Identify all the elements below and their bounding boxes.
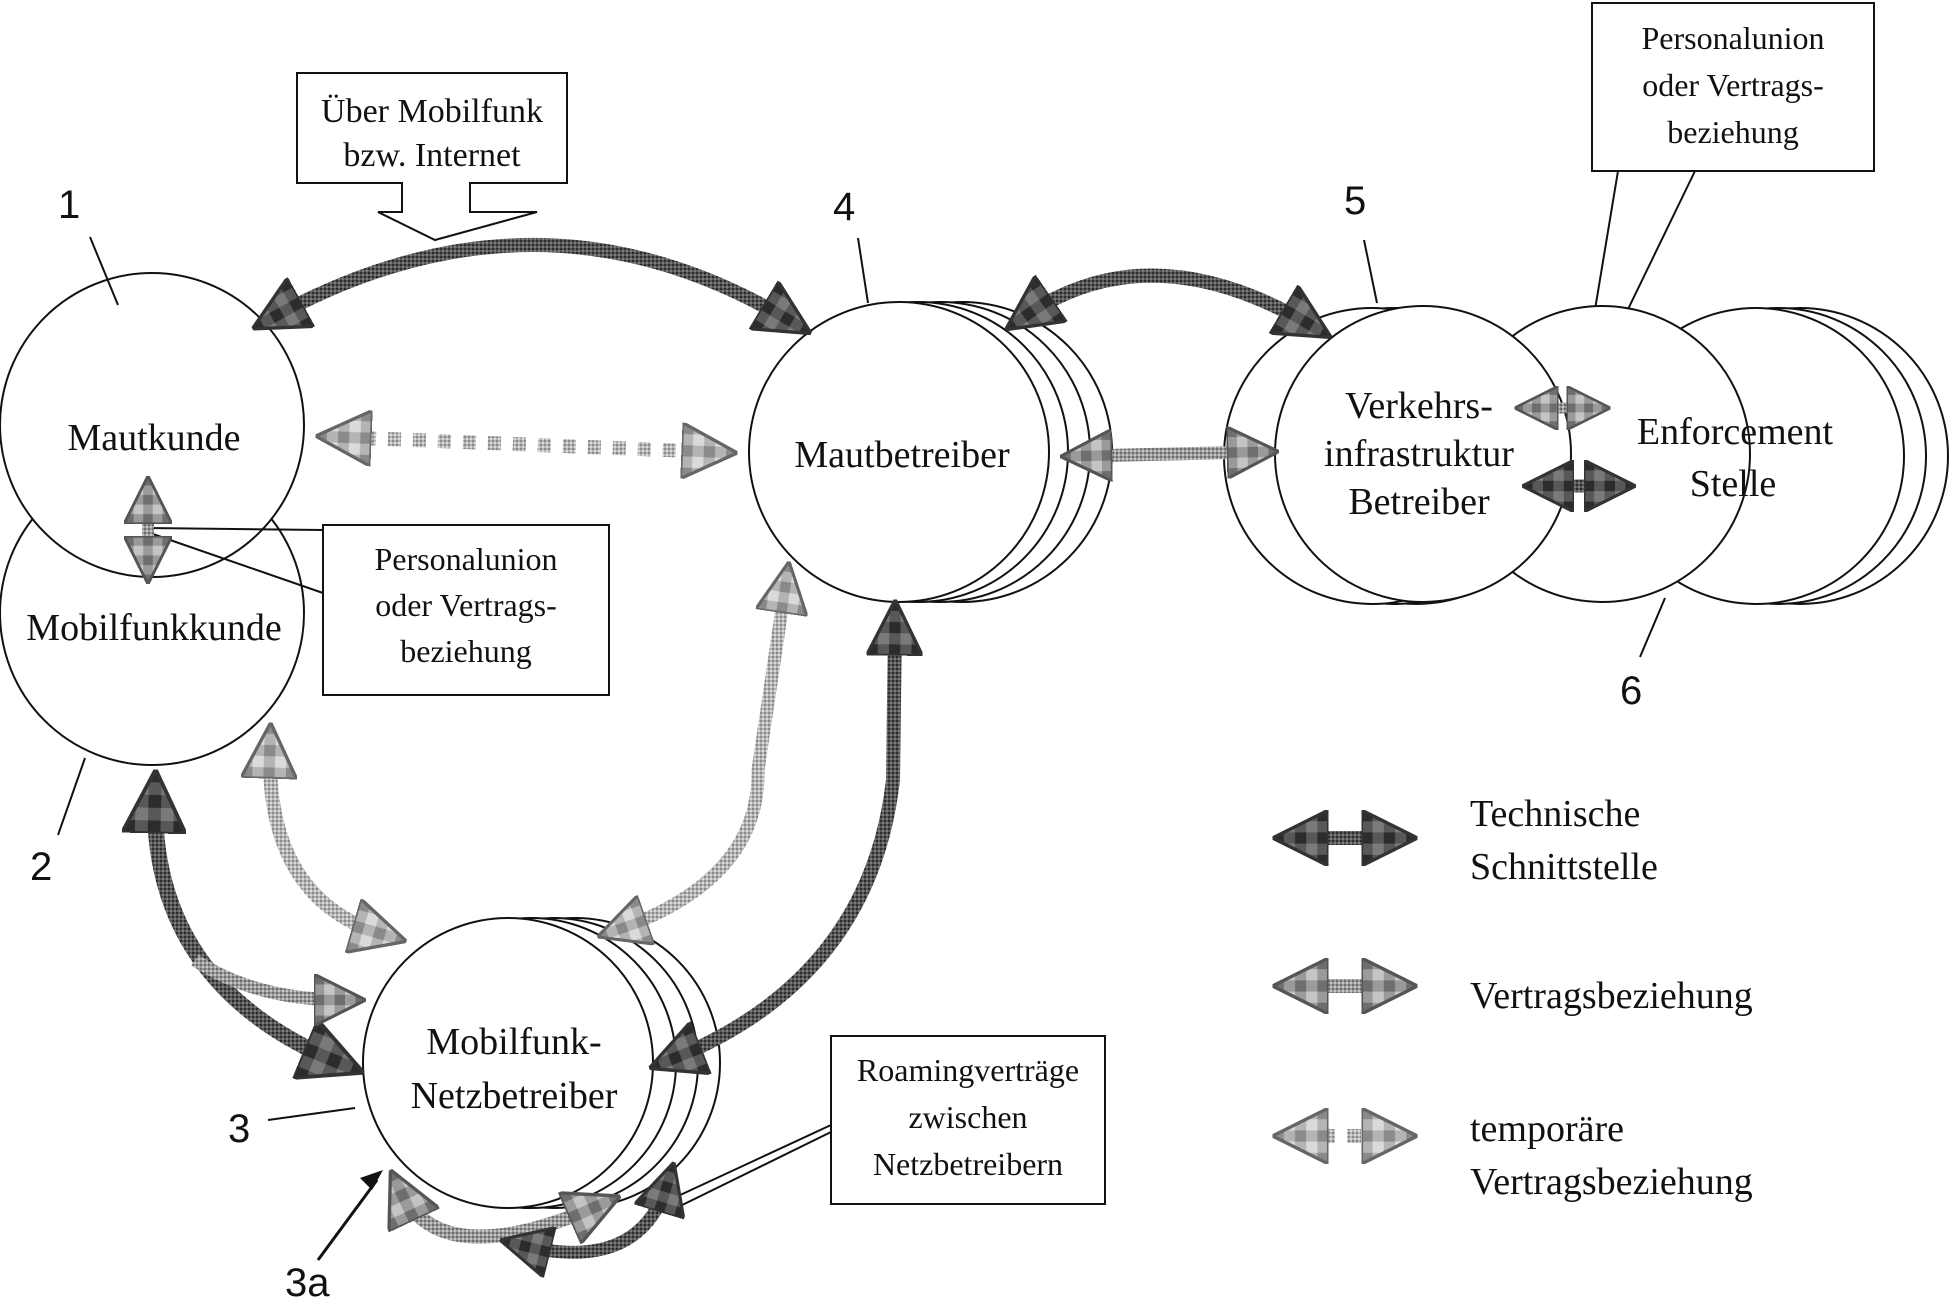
- callout-personalunion-right-line3: beziehung: [1667, 114, 1799, 150]
- node-mautkunde-label: Mautkunde: [67, 417, 240, 459]
- callout-personalunion-right-line2: oder Vertrags-: [1642, 67, 1824, 103]
- leader-3a-arrowhead: [360, 1170, 383, 1190]
- leader-6: [1640, 598, 1665, 657]
- node-enforcement-number: 6: [1620, 669, 1642, 713]
- node-mautkunde-number: 1: [58, 183, 80, 227]
- callout-internet: Über Mobilfunk bzw. Internet: [297, 73, 567, 240]
- node-enforcement-label-1: Enforcement: [1637, 411, 1834, 453]
- node-netzbetreiber-circle: [363, 918, 653, 1208]
- legend-technical-line1: Technische: [1470, 793, 1640, 835]
- leader-3a: [318, 1180, 377, 1260]
- node-verkehr-label-2: infrastruktur: [1324, 433, 1514, 475]
- arrow-mobilfunkkunde-netzbetreiber-contract-2: [195, 960, 345, 1000]
- node-enforcement-label-2: Stelle: [1690, 463, 1777, 505]
- callout-personalunion-left-line2: oder Vertrags-: [375, 587, 557, 623]
- node-netzbetreiber-label-2: Netzbetreiber: [411, 1075, 618, 1117]
- callout-internet-line2: bzw. Internet: [343, 137, 521, 174]
- node-netzbetreiber-subnumber: 3a: [285, 1261, 330, 1299]
- node-verkehr-label-1: Verkehrs-: [1345, 385, 1493, 427]
- legend-temporary-line1: temporäre: [1470, 1108, 1624, 1150]
- leader-3: [268, 1108, 355, 1120]
- arrow-netzbetreiber-mautbetreiber-contract: [617, 582, 786, 930]
- callout-personalunion-left-line3: beziehung: [400, 633, 532, 669]
- legend-temporary-line2: Vertragsbeziehung: [1470, 1161, 1753, 1203]
- arrow-mobilfunkkunde-netzbetreiber-contract: [270, 745, 385, 935]
- arrow-mobilfunkkunde-netzbetreiber-technical: [155, 795, 340, 1063]
- node-mobilfunkkunde-number: 2: [30, 845, 52, 889]
- node-netzbetreiber-number: 3: [228, 1107, 250, 1151]
- callout-roaming-line2: zwischen: [908, 1099, 1027, 1135]
- callout-roaming-line1: Roamingverträge: [857, 1052, 1079, 1088]
- callout-personalunion-right-line1: Personalunion: [1641, 20, 1824, 56]
- legend-contract-line1: Vertragsbeziehung: [1470, 975, 1753, 1017]
- callout-roaming-line3: Netzbetreibern: [873, 1146, 1063, 1182]
- node-mautbetreiber-number: 4: [833, 185, 855, 229]
- leader-4: [858, 238, 868, 303]
- arrow-mautkunde-mautbetreiber-technical: [272, 245, 792, 322]
- legend: Technische Schnittstelle Vertragsbeziehu…: [1295, 793, 1753, 1203]
- node-netzbetreiber-label-1: Mobilfunk-: [426, 1021, 601, 1063]
- node-mautbetreiber-label: Mautbetreiber: [794, 434, 1010, 476]
- legend-technical-line2: Schnittstelle: [1470, 846, 1658, 888]
- arrow-mautbetreiber-verkehr-contract: [1081, 452, 1258, 456]
- leader-5: [1364, 240, 1377, 303]
- node-verkehr-number: 5: [1344, 179, 1366, 223]
- node-verkehr-label-3: Betreiber: [1348, 481, 1490, 523]
- arrow-mautbetreiber-verkehr-technical: [1024, 276, 1312, 326]
- callout-roaming: Roamingverträge zwischen Netzbetreibern: [663, 1036, 1105, 1210]
- callout-personalunion-left-line1: Personalunion: [374, 541, 557, 577]
- node-mobilfunkkunde-label: Mobilfunkkunde: [26, 607, 281, 649]
- callout-internet-line1: Über Mobilfunk: [321, 93, 543, 130]
- leader-2: [58, 758, 85, 835]
- arrow-mautkunde-mautbetreiber-temporary: [338, 437, 715, 452]
